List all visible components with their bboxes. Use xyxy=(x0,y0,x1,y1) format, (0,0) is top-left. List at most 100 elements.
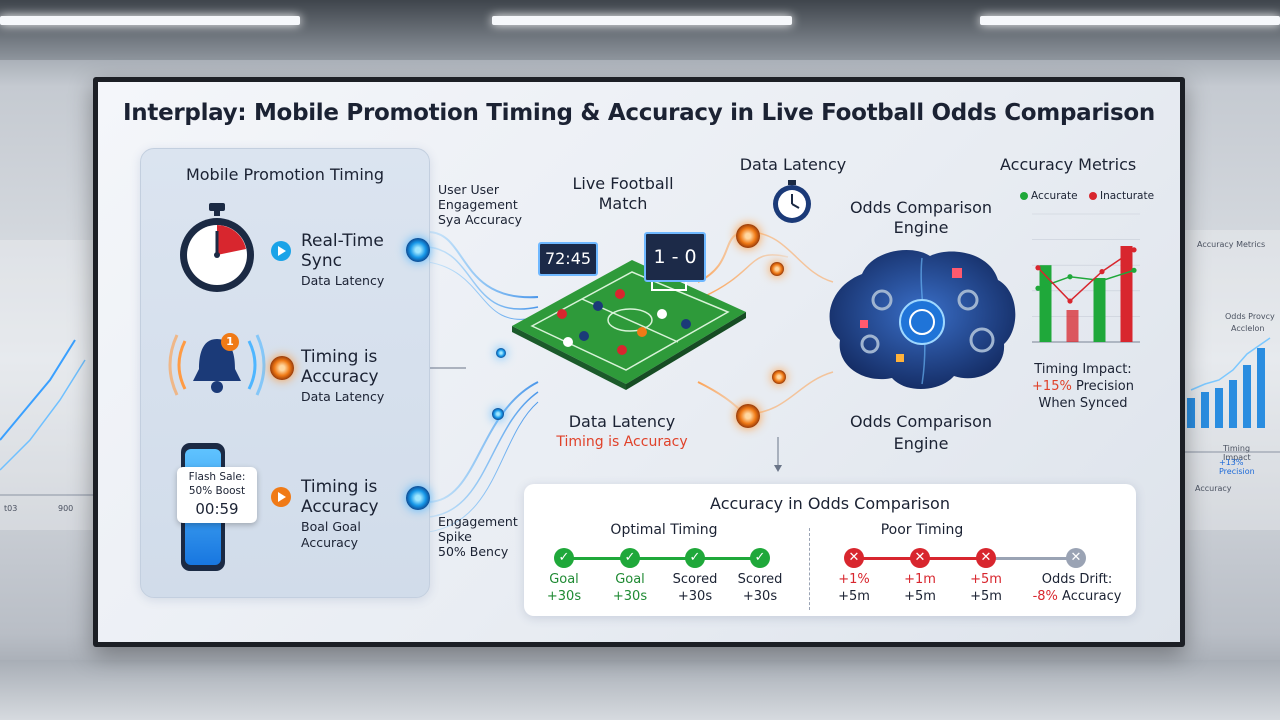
right-wall-impact: Timing Impact xyxy=(1223,444,1251,462)
latency-label: Data Latency xyxy=(568,412,676,431)
drift-label: Odds Drift: xyxy=(1041,572,1113,587)
item-title: Real-Time xyxy=(301,231,384,251)
item-title: Sync xyxy=(301,251,342,271)
infographic-screen: Interplay: Mobile Promotion Timing & Acc… xyxy=(98,82,1180,642)
impact-rest: Precision xyxy=(1071,379,1134,394)
legend-inaccurate: Inacturate xyxy=(1100,190,1155,202)
optimal-event: Goal xyxy=(549,572,579,587)
play-icon[interactable] xyxy=(271,487,291,507)
data-latency-label: Data Latency xyxy=(739,155,847,174)
accuracy-metrics-chart xyxy=(1032,213,1140,343)
football-pitch-icon xyxy=(512,260,746,390)
series-point xyxy=(1099,277,1105,284)
item-subtitle: Data Latency xyxy=(301,389,385,404)
series-line xyxy=(1037,269,1135,289)
right-wall-heading: Accuracy Metrics xyxy=(1197,240,1266,249)
popup-line: Flash Sale: xyxy=(188,471,246,483)
bell-badge: 1 xyxy=(221,333,239,351)
flow-node xyxy=(492,408,504,420)
drift-track xyxy=(992,557,1076,560)
engine-label: Odds Comparison xyxy=(849,412,993,431)
right-wall-chart xyxy=(1185,337,1280,453)
optimal-delay: +30s xyxy=(742,589,778,604)
score-value: 1 - 0 xyxy=(653,246,697,268)
drift-percent: -8% xyxy=(1032,589,1058,604)
drift-rest: Accuracy xyxy=(1057,589,1122,604)
bar xyxy=(1066,310,1079,342)
series-line xyxy=(1037,249,1135,303)
legend-swatch-accurate xyxy=(1020,192,1028,200)
impact-highlight: +15% xyxy=(1032,379,1072,394)
engagement-label: Engagement xyxy=(438,514,518,529)
page-title: Interplay: Mobile Promotion Timing & Acc… xyxy=(123,100,1155,126)
notification-bell-icon xyxy=(168,334,266,396)
engine-label: Odds Comparison xyxy=(849,198,993,217)
left-wall-tick: 900 xyxy=(58,504,74,513)
left-wall-chart xyxy=(0,339,95,496)
play-icon[interactable] xyxy=(271,241,291,261)
series-point xyxy=(1035,285,1041,291)
series-point xyxy=(1067,298,1073,304)
engine-label: Engine xyxy=(893,434,949,453)
poor-heading: Poor Timing xyxy=(880,522,964,538)
right-wall-display: Accuracy Metrics Odds Provcy Acclelon Ti… xyxy=(1185,230,1280,530)
flow-node xyxy=(736,404,760,428)
check-icon: ✓ xyxy=(685,548,705,568)
impact-label: When Synced xyxy=(1038,396,1128,411)
check-icon: ✓ xyxy=(620,548,640,568)
mobile-promotion-panel: Mobile Promotion Timing Real-Time Sync D… xyxy=(140,148,430,598)
drift-value: -8% Accuracy xyxy=(1024,589,1130,604)
optimal-event: Goal xyxy=(615,572,645,587)
engagement-label: Engagement xyxy=(438,197,518,212)
scoreboard: 1 - 0 xyxy=(644,232,706,282)
series-point xyxy=(1131,267,1137,273)
drift-value-text: -8% Accuracy xyxy=(1033,589,1122,604)
flow-node xyxy=(406,238,430,262)
poor-delay: +5m xyxy=(904,589,936,604)
item-title: Timing is xyxy=(301,347,378,367)
check-icon: ✓ xyxy=(750,548,770,568)
cross-icon: ✕ xyxy=(976,548,996,568)
item-subtitle: Data Latency xyxy=(301,273,385,288)
legend-accurate: Accurate xyxy=(1031,190,1078,202)
optimal-event: Scored xyxy=(737,572,783,587)
ceiling-light xyxy=(492,16,792,25)
series-point xyxy=(1067,274,1073,280)
card-divider xyxy=(809,528,810,610)
latency-sublabel: Timing is Accuracy xyxy=(556,434,688,450)
metrics-heading: Accuracy Metrics xyxy=(1000,155,1137,174)
engine-label: Engine xyxy=(893,218,949,237)
poor-event: +1% xyxy=(838,572,870,587)
floor xyxy=(0,660,1280,720)
item-subtitle: Boal Goal xyxy=(301,519,361,534)
flow-node xyxy=(406,486,430,510)
impact-value: +15% Precision xyxy=(1018,379,1148,394)
optimal-delay: +30s xyxy=(677,589,713,604)
flow-node xyxy=(270,356,294,380)
flash-sale-popup[interactable]: Flash Sale: 50% Boost 00:59 xyxy=(177,467,257,523)
optimal-delay: +30s xyxy=(546,589,582,604)
poor-event: +1m xyxy=(904,572,936,587)
flow-node xyxy=(772,370,786,384)
engagement-label: Sya Accuracy xyxy=(438,212,523,227)
ceiling-light xyxy=(980,16,1280,25)
flow-node xyxy=(770,262,784,276)
right-wall-label: Acclelon xyxy=(1231,324,1265,333)
clock-icon xyxy=(773,180,811,223)
poor-event: +5m xyxy=(970,572,1002,587)
optimal-track xyxy=(564,557,760,560)
item-subtitle: Accuracy xyxy=(301,535,359,550)
ceiling-light xyxy=(0,16,300,25)
bar xyxy=(1093,278,1106,342)
card-heading: Accuracy in Odds Comparison xyxy=(710,494,950,513)
series-point xyxy=(1035,265,1041,271)
match-label: Live Football xyxy=(572,174,674,193)
impact-label: Timing Impact: xyxy=(1034,362,1132,377)
engagement-label: User User xyxy=(438,182,499,197)
item-title: Accuracy xyxy=(301,497,379,517)
match-clock-value: 72:45 xyxy=(544,249,592,268)
match-clock: 72:45 xyxy=(538,242,598,276)
engagement-label: Spike xyxy=(438,529,472,544)
flow-node xyxy=(496,348,506,358)
item-title: Accuracy xyxy=(301,367,379,387)
